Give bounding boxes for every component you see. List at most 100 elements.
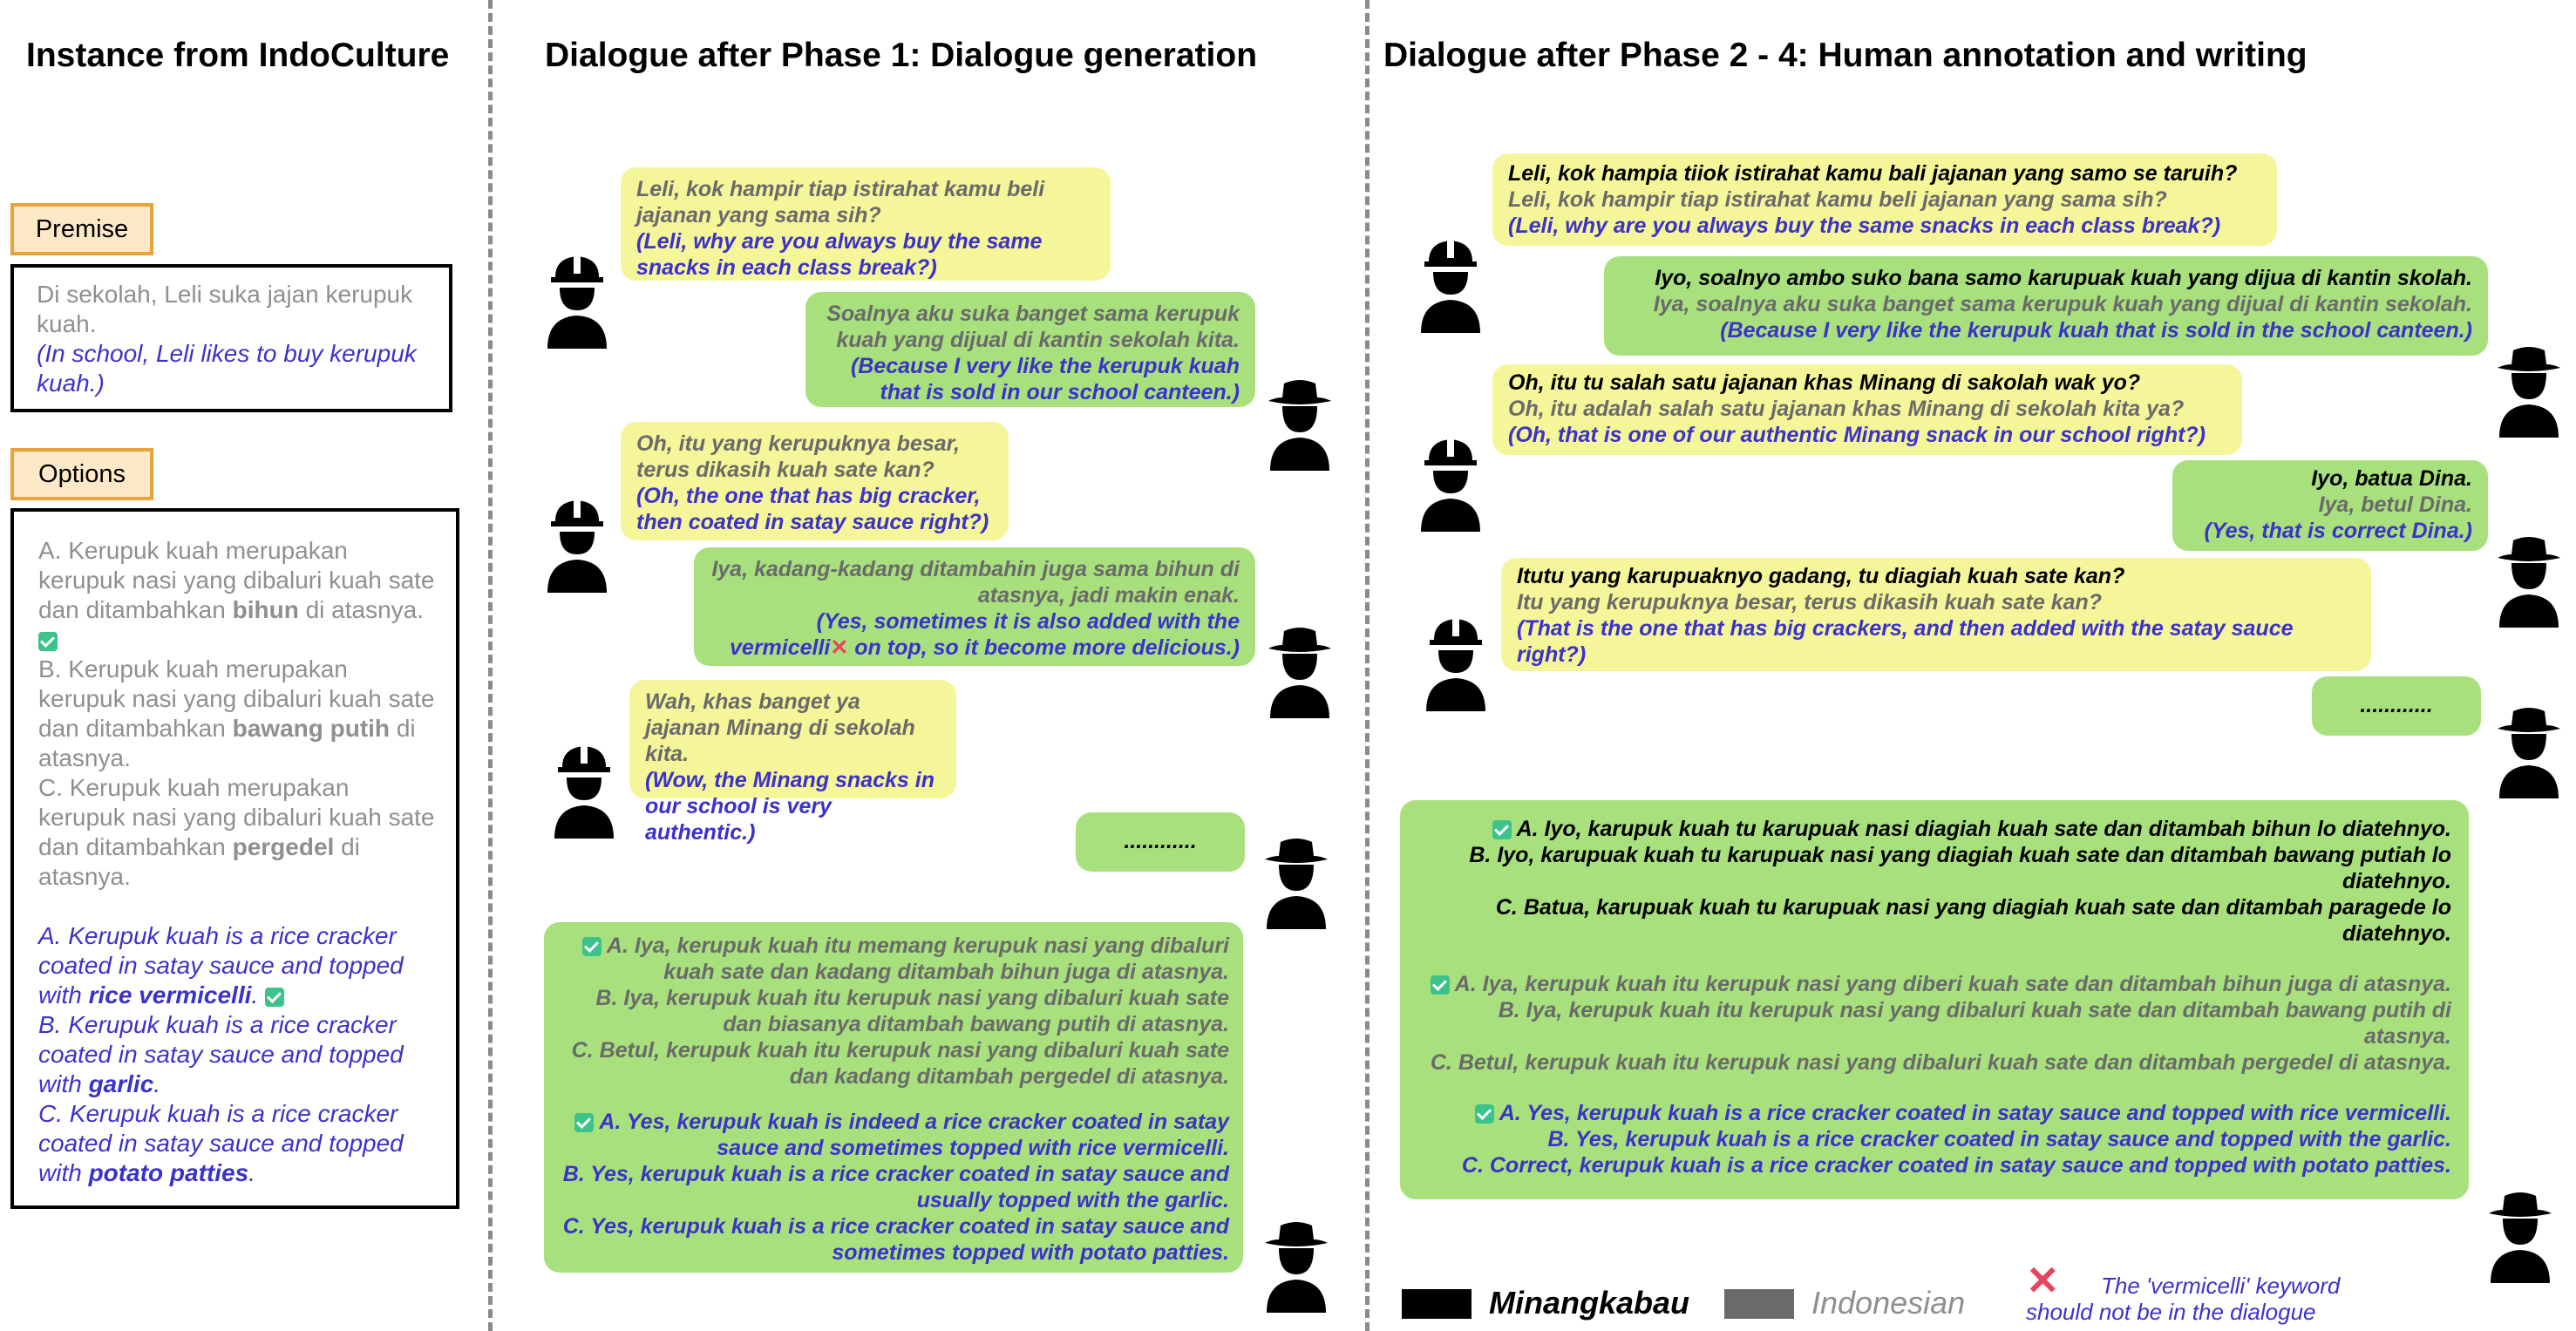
p1-bubble-5: Wah, khas banget ya jajanan Minang di se…: [629, 680, 956, 845]
check-icon: [38, 631, 58, 651]
check-icon: [574, 1113, 595, 1133]
p1-bubble-3: Oh, itu yang kerupuknya besar, terus dik…: [621, 422, 1009, 540]
p1-m4-id: Iya, kadang-kadang ditambahin juga sama …: [711, 557, 1240, 608]
divider-left: [488, 0, 493, 1331]
p2-bubble-5: Itutu yang karupuaknyo gadang, tu diagia…: [1501, 558, 2371, 671]
premise-box: Di sekolah, Leli suka jajan kerupuk kuah…: [10, 264, 452, 412]
check-icon: [1492, 820, 1512, 840]
worker-avatar-icon: [1421, 239, 1480, 333]
option-a-en-bold: rice vermicelli: [88, 981, 252, 1008]
title-phase2: Dialogue after Phase 2 - 4: Human annota…: [1383, 37, 2308, 74]
p2-bubble-2: Iyo, soalnyo ambo suko bana samo karupua…: [1604, 256, 2488, 356]
legend-swatch-minangkabau: [1402, 1289, 1472, 1319]
check-icon: [1474, 1104, 1494, 1124]
worker-avatar-icon: [554, 744, 614, 839]
legend-swatch-indonesian: [1724, 1289, 1794, 1319]
p2-m4-min: Iyo, batua Dina.: [2311, 466, 2472, 491]
p2-ans-en-a: A. Yes, kerupuk kuah is a rice cracker c…: [1417, 1100, 2451, 1126]
p2-bubble-1: Leli, kok hampia tiiok istirahat kamu ba…: [1492, 153, 2277, 246]
p1-m3-en: (Oh, the one that has big cracker, then …: [636, 484, 989, 534]
farmer-avatar-icon: [2498, 347, 2560, 438]
cross-icon: ✕: [2026, 1258, 2060, 1303]
p2-m3-min: Oh, itu tu salah satu jajanan khas Minan…: [1508, 370, 2141, 395]
p2-m1-en: (Leli, why are you always buy the same s…: [1508, 214, 2221, 238]
option-c-bold: pergedel: [232, 833, 335, 860]
farmer-avatar-icon: [1265, 839, 1328, 929]
options-tag: Options: [10, 448, 153, 500]
legend-label-indonesian: Indonesian: [1811, 1285, 1966, 1321]
farmer-avatar-icon: [2498, 537, 2560, 628]
option-a-en: A. Kerupuk kuah is a rice cracker coated…: [38, 922, 404, 1008]
check-icon: [581, 937, 602, 957]
premise-id-text: Di sekolah, Leli suka jajan kerupuk kuah…: [37, 281, 413, 337]
p1-ans-en-b: B. Yes, kerupuk kuah is a rice cracker c…: [562, 1162, 1229, 1212]
p2-m1-min: Leli, kok hampia tiiok istirahat kamu ba…: [1508, 161, 2238, 186]
p1-bubble-2: Soalnya aku suka banget sama kerupuk kua…: [805, 292, 1255, 407]
p2-m4-en: (Yes, that is correct Dina.): [2204, 519, 2473, 543]
option-b-en-bold: garlic: [88, 1070, 154, 1097]
p1-ans-id-b: B. Iya, kerupuk kuah itu kerupuk nasi ya…: [595, 986, 1229, 1036]
p1-m6-dots: ............: [1124, 829, 1197, 853]
p1-m1-id: Leli, kok hampir tiap istirahat kamu bel…: [636, 177, 1045, 227]
option-b-id: B. Kerupuk kuah merupakan kerupuk nasi y…: [38, 655, 435, 771]
p1-bubble-1: Leli, kok hampir tiap istirahat kamu bel…: [621, 167, 1111, 281]
worker-avatar-icon: [547, 499, 607, 593]
title-instance: Instance from IndoCulture: [26, 37, 450, 74]
p2-m1-id: Leli, kok hampir tiap istirahat kamu bel…: [1508, 187, 2167, 212]
p1-m5-id: Wah, khas banget ya jajanan Minang di se…: [645, 689, 915, 766]
p2-m2-en: (Because I very like the kerupuk kuah th…: [1720, 318, 2472, 343]
p1-m2-en: (Because I very like the kerupuk kuah th…: [850, 354, 1240, 404]
title-phase1: Dialogue after Phase 1: Dialogue generat…: [545, 37, 1258, 74]
premise-en-text: (In school, Leli likes to buy kerupuk ku…: [37, 340, 417, 397]
option-b-en: B. Kerupuk kuah is a rice cracker coated…: [38, 1011, 404, 1097]
farmer-avatar-icon: [2498, 708, 2560, 798]
farmer-avatar-icon: [1265, 1222, 1328, 1313]
p2-m2-min: Iyo, soalnyo ambo suko bana samo karupua…: [1655, 266, 2472, 290]
p1-answer-bubble: A. Iya, kerupuk kuah itu memang kerupuk …: [544, 922, 1243, 1273]
p1-m3-id: Oh, itu yang kerupuknya besar, terus dik…: [636, 431, 960, 482]
p1-m2-id: Soalnya aku suka banget sama kerupuk kua…: [826, 302, 1240, 352]
legend-label-minangkabau: Minangkabau: [1489, 1285, 1690, 1321]
farmer-avatar-icon: [1268, 380, 1331, 471]
option-c-id: C. Kerupuk kuah merupakan kerupuk nasi y…: [38, 774, 435, 890]
check-icon: [1430, 975, 1450, 995]
p2-m5-min: Itutu yang karupuaknyo gadang, tu diagia…: [1517, 564, 2125, 588]
worker-avatar-icon: [547, 255, 607, 349]
check-icon: [264, 987, 284, 1007]
p1-m5-en: (Wow, the Minang snacks in our school is…: [645, 768, 935, 845]
p2-bubble-4: Iyo, batua Dina. Iya, betul Dina. (Yes, …: [2172, 460, 2488, 551]
option-c-en: C. Kerupuk kuah is a rice cracker coated…: [38, 1100, 404, 1186]
p2-m5-id: Itu yang kerupuknya besar, terus dikasih…: [1517, 590, 2103, 615]
p2-ans-id-a: A. Iya, kerupuk kuah itu kerupuk nasi ya…: [1417, 971, 2451, 997]
farmer-avatar-icon: [2489, 1192, 2552, 1283]
p2-m5-en: (That is the one that has big crackers, …: [1517, 616, 2294, 667]
legend-note-line1: The 'vermicelli' keyword: [2101, 1273, 2341, 1299]
worker-avatar-icon: [1421, 438, 1480, 532]
p2-ans-en-b: B. Yes, kerupuk kuah is a rice cracker c…: [1547, 1127, 2451, 1151]
p2-ans-id-b: B. Iya, kerupuk kuah itu kerupuk nasi ya…: [1498, 998, 2451, 1049]
p2-m3-id: Oh, itu adalah salah satu jajanan khas M…: [1508, 397, 2185, 421]
p2-m4-id: Iya, betul Dina.: [2318, 492, 2472, 517]
p2-ans-en-c: C. Correct, kerupuk kuah is a rice crack…: [1461, 1153, 2451, 1178]
p1-m4-en: (Yes, sometimes it is also added with th…: [730, 609, 1240, 660]
p2-bubble-3: Oh, itu tu salah satu jajanan khas Minan…: [1492, 364, 2242, 455]
options-box: A. Kerupuk kuah merupakan kerupuk nasi y…: [10, 508, 459, 1209]
legend-note-line2: should not be in the dialogue: [2026, 1299, 2316, 1325]
p2-ans-id-c: C. Betul, kerupuk kuah itu kerupuk nasi …: [1430, 1050, 2451, 1075]
p1-ans-id-a: A. Iya, kerupuk kuah itu memang kerupuk …: [558, 933, 1229, 985]
p1-m1-en: (Leli, why are you always buy the same s…: [636, 229, 1043, 280]
cross-icon: ✕: [830, 635, 849, 660]
option-c-en-bold: potato patties: [88, 1159, 249, 1186]
p2-ans-min-b: B. Iyo, karupuak kuah tu karupuak nasi y…: [1469, 843, 2451, 893]
premise-tag: Premise: [10, 203, 153, 255]
option-a-id: A. Kerupuk kuah merupakan kerupuk nasi y…: [38, 536, 437, 655]
p2-ans-min-a: A. Iyo, karupuk kuah tu karupuak nasi di…: [1417, 816, 2451, 842]
p1-ans-en-c: C. Yes, kerupuk kuah is a rice cracker c…: [562, 1214, 1229, 1265]
p2-ans-min-c: C. Batua, karupuak kuah tu karupuak nasi…: [1495, 895, 2451, 946]
p2-bubble-6: ............: [2312, 676, 2481, 736]
divider-right: [1365, 0, 1370, 1331]
p1-ans-en-a: A. Yes, kerupuk kuah is indeed a rice cr…: [558, 1109, 1229, 1161]
p2-m3-en: (Oh, that is one of our authentic Minang…: [1508, 423, 2206, 447]
worker-avatar-icon: [1426, 617, 1485, 711]
option-b-bold: bawang putih: [232, 715, 391, 742]
